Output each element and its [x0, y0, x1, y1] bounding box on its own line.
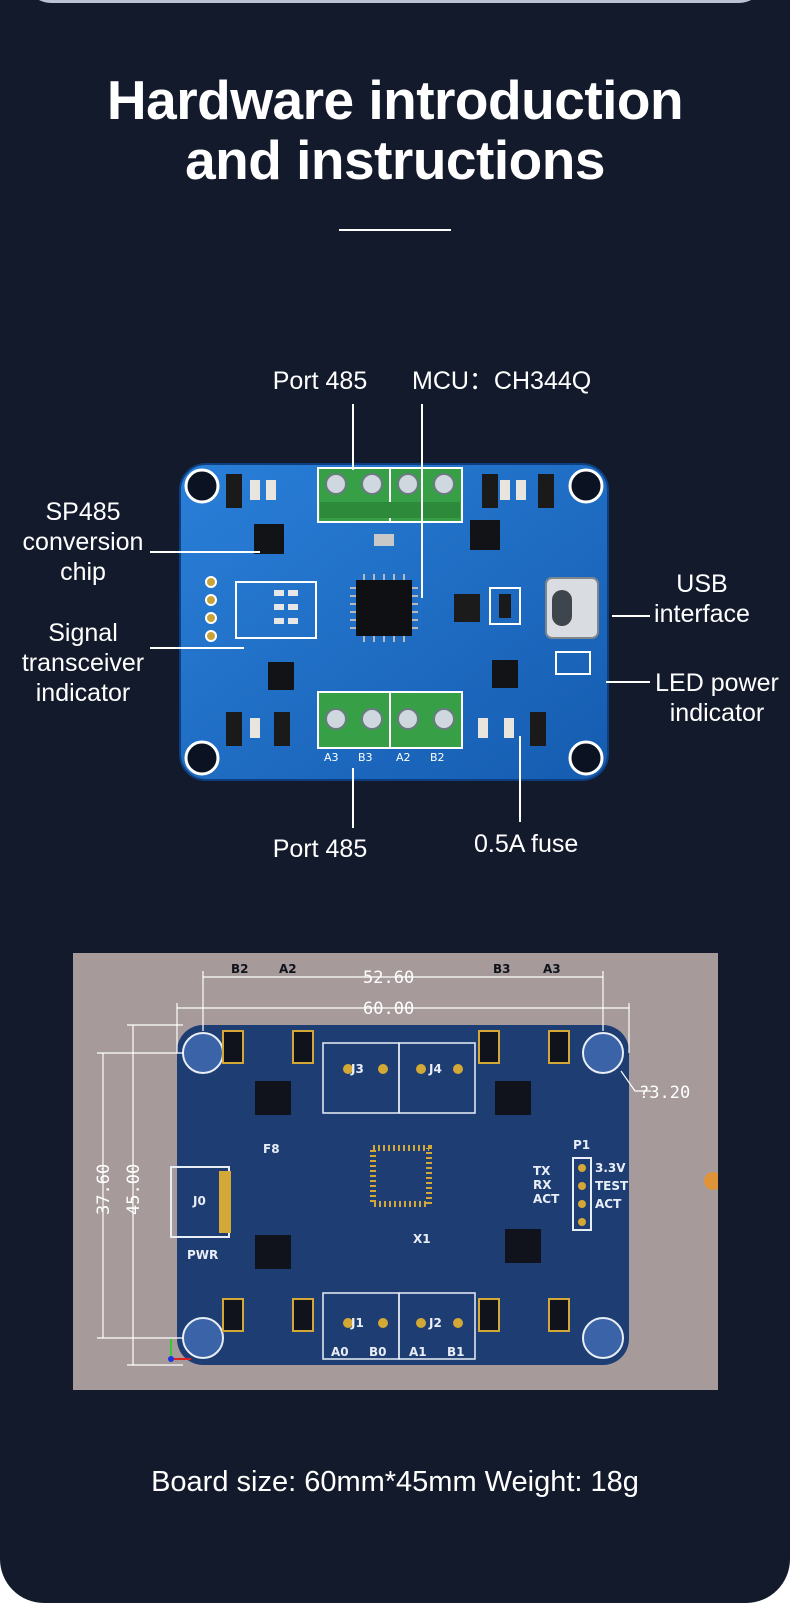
drawing-j3: J3	[350, 1062, 364, 1076]
mcu-chip	[350, 574, 418, 642]
drawing-j0: J0	[192, 1194, 206, 1208]
page-title: Hardware introduction and instructions	[0, 70, 790, 190]
drawing-top-a2: A2	[279, 962, 297, 976]
label-led-line-2: indicator	[669, 699, 765, 727]
label-signal-line-2: transceiver	[21, 649, 145, 677]
board-spec-text: Board size: 60mm*45mm Weight: 18g	[151, 1466, 639, 1498]
dim-width-outer: 60.00	[363, 999, 414, 1019]
drawing-f8: F8	[263, 1142, 280, 1156]
silk-a2: A2	[396, 751, 411, 764]
drawing-terminal-pads	[343, 1064, 463, 1328]
dimension-drawing-svg: 52.60 60.00 ?3.20 37.60 45.00 A0 B0 A1 B…	[94, 962, 718, 1366]
label-sp485-line-3: chip	[60, 558, 106, 586]
smd-components	[226, 474, 554, 746]
leader-signal	[150, 647, 244, 649]
drawing-j4: J4	[428, 1062, 442, 1076]
drawing-led-tx: TX	[533, 1164, 551, 1178]
drawing-led-rx: RX	[533, 1178, 552, 1192]
drawing-terminal-outlines	[322, 1042, 476, 1360]
fuse	[499, 594, 511, 618]
drawing-mcu-pads	[370, 1145, 432, 1207]
usb-c-connector	[545, 577, 599, 639]
drawing-mounting-holes	[182, 1032, 624, 1359]
label-signal-line-1: Signal	[48, 619, 118, 647]
silk-b3: B3	[358, 751, 373, 764]
top-terminal-blocks	[317, 467, 463, 523]
label-sp485-line-2: conversion	[22, 528, 144, 556]
dim-hole: ?3.20	[639, 1083, 690, 1103]
soic-chips	[254, 520, 518, 690]
drawing-header-3v3: 3.3V	[595, 1161, 626, 1175]
label-usb-line-2: interface	[654, 600, 750, 628]
orange-dot	[704, 1172, 718, 1190]
axis-marker	[168, 1339, 191, 1362]
drawing-j2: J2	[428, 1316, 442, 1330]
silk-a3: A3	[324, 751, 339, 764]
label-signal-indicator: Signal transceiver indicator	[8, 618, 158, 708]
drawing-header-test: TEST	[595, 1179, 629, 1193]
title-line-2: and instructions	[185, 129, 605, 191]
dimension-drawing: 52.60 60.00 ?3.20 37.60 45.00 A0 B0 A1 B…	[73, 953, 718, 1390]
drawing-chips	[255, 1081, 541, 1269]
drawing-label-b1: B1	[447, 1345, 465, 1359]
leader-led	[606, 681, 650, 683]
title-divider	[339, 229, 451, 231]
drawing-header-act: ACT	[595, 1197, 622, 1211]
drawing-top-b2: B2	[231, 962, 249, 976]
dim-height-inner: 37.60	[94, 1164, 114, 1215]
leader-port-top	[352, 404, 354, 470]
drawing-top-b3: B3	[493, 962, 511, 976]
leader-sp485	[150, 551, 260, 553]
label-mcu: MCU：CH344Q	[412, 367, 592, 395]
drawing-led-act: ACT	[533, 1192, 560, 1206]
drawing-diodes	[222, 1030, 570, 1332]
label-sp485-line-1: SP485	[45, 498, 121, 526]
label-fuse: 0.5A fuse	[474, 830, 579, 858]
label-led-line-1: LED power	[655, 669, 779, 697]
silk-b2: B2	[430, 751, 445, 764]
drawing-j1: J1	[350, 1316, 364, 1330]
drawing-label-a0: A0	[331, 1345, 349, 1359]
drawing-p1: P1	[573, 1138, 590, 1152]
pcb-board-photo: A3 B3 A2 B2	[179, 463, 609, 781]
drawing-pwr: PWR	[187, 1248, 218, 1262]
label-led-power-indicator: LED power indicator	[650, 668, 784, 728]
fuse-silk	[489, 587, 521, 625]
label-port-485-bottom: Port 485	[272, 835, 368, 863]
drawing-label-b0: B0	[369, 1345, 387, 1359]
label-usb-interface: USB interface	[646, 569, 758, 629]
label-sp485-chip: SP485 conversion chip	[8, 497, 158, 587]
dimension-lines	[97, 971, 651, 1366]
label-signal-line-3: indicator	[35, 679, 131, 707]
crystal	[374, 534, 394, 546]
leader-port-bottom	[352, 768, 354, 828]
title-line-1: Hardware introduction	[106, 69, 684, 131]
leader-mcu	[421, 404, 423, 598]
drawing-usb-pads	[219, 1171, 231, 1233]
regulator	[454, 594, 480, 622]
dim-width-inner: 52.60	[363, 968, 414, 988]
drawing-top-a3: A3	[543, 962, 561, 976]
pwr-led-box	[555, 651, 591, 675]
led-silk-box	[235, 581, 317, 639]
mounting-holes	[184, 468, 604, 776]
leader-usb	[612, 615, 650, 617]
top-panel-edge	[22, 0, 768, 3]
resistors	[250, 480, 526, 738]
pin-header	[205, 576, 217, 642]
drawing-x1: X1	[413, 1232, 431, 1246]
dim-height-outer: 45.00	[124, 1164, 144, 1215]
drawing-label-a1: A1	[409, 1345, 427, 1359]
drawing-header-outline	[572, 1157, 592, 1231]
label-port-485-top: Port 485	[272, 367, 368, 395]
bottom-terminal-blocks	[317, 691, 463, 749]
leader-fuse	[519, 736, 521, 822]
label-usb-line-1: USB	[676, 570, 728, 598]
